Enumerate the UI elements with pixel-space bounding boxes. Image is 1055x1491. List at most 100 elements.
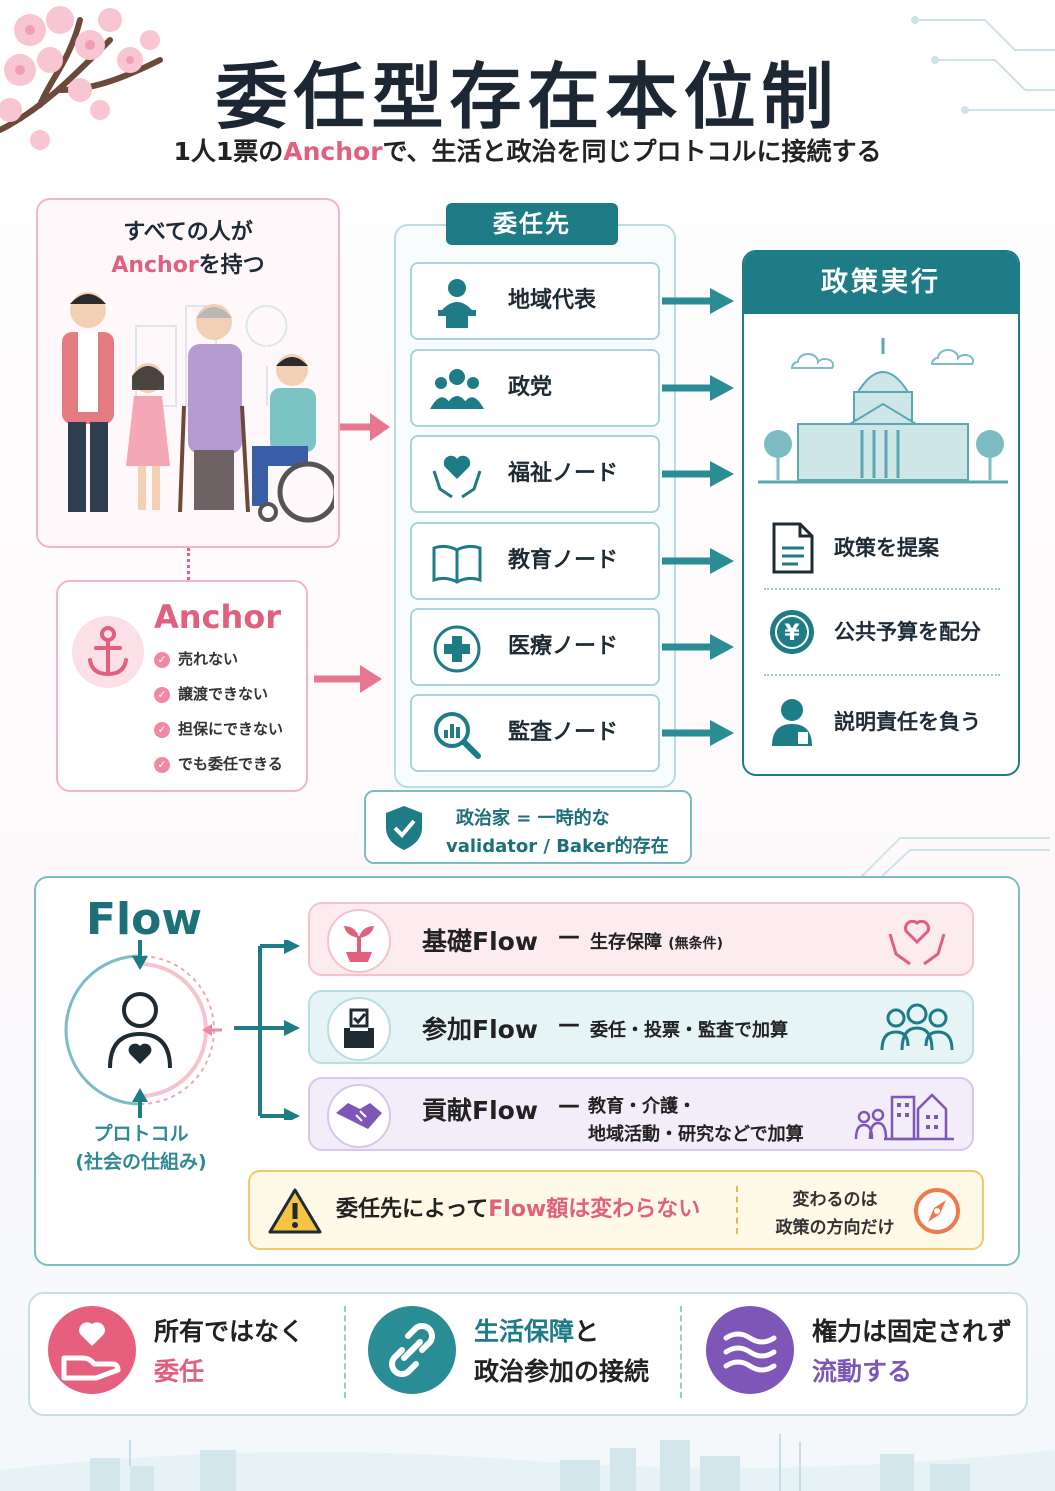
flow-note-side-line2: 政策の方向だけ — [775, 1218, 895, 1238]
delegate-node-welfare[interactable]: 福祉ノード — [410, 435, 660, 513]
summary-line1: と — [574, 1317, 600, 1346]
subtitle-accent: Anchor — [283, 137, 383, 166]
check-icon: ✓ — [154, 686, 170, 703]
page-subtitle: 1人1票のAnchorで、生活と政治を同じプロトコルに接続する — [0, 132, 1055, 168]
check-icon: ✓ — [154, 756, 170, 773]
summary-text-power: 権力は固定されず 流動する — [812, 1312, 1012, 1392]
people-heading-rest: を持つ — [198, 253, 265, 278]
flow-note-side: 変わるのは 政策の方向だけ — [760, 1186, 910, 1242]
delegate-node-label: 医療ノード — [508, 634, 619, 659]
compass-icon — [914, 1188, 960, 1234]
ballot-box-icon — [327, 997, 391, 1061]
flow-card-contribution[interactable]: 貢献Flow — 教育・介護・ 地域活動・研究などで加算 — [308, 1077, 974, 1151]
policy-header: 政策実行 — [744, 252, 1018, 314]
heart-hands-icon — [888, 919, 946, 966]
summary-text-ownership: 所有ではなく 委任 — [154, 1312, 304, 1392]
heart-hand-icon — [61, 1322, 121, 1381]
group-icon — [880, 1003, 954, 1051]
flow-note: 委任先によってFlow額は変わらない 変わるのは 政策の方向だけ — [248, 1170, 984, 1250]
group-icon — [430, 369, 484, 409]
delegate-node-regional-rep[interactable]: 地域代表 — [410, 262, 660, 340]
delegate-node-label: 監査ノード — [508, 720, 619, 745]
protocol-label-line1: プロトコル — [93, 1123, 189, 1145]
flow-note-side-line1: 変わるのは — [792, 1190, 878, 1210]
summary-line2-accent: 委任 — [154, 1357, 205, 1386]
summary-line2-accent: 流動する — [812, 1357, 913, 1386]
validator-line2: validator / Baker的存在 — [446, 836, 669, 857]
divider — [680, 1306, 682, 1398]
validator-callout: 政治家 = 一時的な validator / Baker的存在 — [364, 790, 692, 864]
podium-person-icon — [438, 279, 476, 328]
arrow-right-icon — [340, 413, 390, 441]
cherry-blossom-decoration — [0, 6, 163, 150]
people-illustration — [62, 292, 334, 523]
anchor-property: ✓ 売れない — [154, 648, 238, 669]
city-skyline-decoration — [0, 1434, 1055, 1491]
sprout-icon — [327, 909, 391, 973]
people-panel: すべての人が Anchorを持つ — [36, 198, 340, 548]
delegate-node-label: 福祉ノード — [508, 461, 619, 486]
arrow-right-icon — [662, 634, 734, 660]
parliament-building-icon — [758, 338, 1008, 484]
circuit-line-decoration — [860, 837, 1050, 879]
flow-card-name: 基礎Flow — [422, 927, 538, 956]
policy-item-label: 説明責任を負う — [834, 710, 981, 734]
flow-card-desc: 委任・投票・監査で加算 — [590, 1020, 788, 1041]
medical-cross-icon — [433, 625, 481, 673]
people-heading-accent: Anchor — [111, 253, 199, 278]
delegate-node-medical[interactable]: 医療ノード — [410, 608, 660, 686]
delegate-node-audit[interactable]: 監査ノード — [410, 694, 660, 772]
magnifier-chart-icon — [434, 712, 481, 759]
anchor-property: ✓担保にできない — [154, 718, 283, 739]
flow-card-basic[interactable]: 基礎Flow — 生存保障 (無条件) — [308, 902, 974, 976]
anchor-property-text: 売れない — [178, 650, 239, 668]
flow-note-text: 委任先によって — [336, 1197, 489, 1222]
arrow-right-icon — [662, 375, 734, 401]
validator-line1: 政治家 = 一時的な — [456, 808, 610, 829]
divider — [736, 1186, 738, 1234]
people-heading: すべての人が Anchorを持つ — [38, 216, 338, 282]
policy-item-budget: ¥ 公共予算を配分 — [764, 592, 1004, 672]
summary-line1: 所有ではなく — [154, 1317, 305, 1346]
flow-note-accent: Flow額は変わらない — [488, 1197, 701, 1222]
arrow-right-icon — [662, 288, 734, 314]
flow-card-desc-text: 生存保障 — [590, 932, 662, 953]
anchor-property-text: 譲渡できない — [178, 685, 269, 703]
summary-text-connection: 生活保障と 政治参加の接続 — [474, 1312, 649, 1392]
shield-check-icon — [386, 806, 422, 850]
summary-line1-accent: 生活保障 — [474, 1317, 575, 1346]
delegate-node-education[interactable]: 教育ノード — [410, 522, 660, 600]
summary-panel — [28, 1292, 1028, 1416]
delegate-header: 委任先 — [446, 203, 618, 245]
delegate-node-label: 政党 — [508, 375, 553, 400]
flow-card-name: 貢献Flow — [422, 1096, 538, 1125]
arrow-right-icon — [662, 720, 734, 746]
people-heading-line1: すべての人が — [123, 220, 253, 245]
flow-card-dash: — — [558, 1012, 580, 1037]
anchor-property: ✓ でも委任できる — [154, 753, 283, 774]
summary-line1: 権力は固定されず — [812, 1317, 1013, 1346]
flow-card-desc: 教育・介護・ 地域活動・研究などで加算 — [588, 1093, 804, 1149]
flow-card-desc: 生存保障 (無条件) — [590, 928, 723, 954]
divider — [764, 588, 1000, 590]
flow-card-participation[interactable]: 参加Flow — 委任・投票・監査で加算 — [308, 990, 974, 1064]
warning-icon — [268, 1188, 322, 1234]
delegate-node-label: 教育ノード — [508, 548, 619, 573]
flow-title: Flow — [86, 894, 203, 945]
check-icon: ✓ — [154, 651, 170, 668]
dotted-connector — [187, 548, 190, 580]
page-title: 委任型存在本位制 — [215, 55, 840, 139]
chain-link-icon — [389, 1323, 435, 1377]
protocol-cycle-diagram — [64, 940, 300, 1120]
anchor-title: Anchor — [154, 598, 282, 636]
flow-card-desc-line1: 教育・介護・ — [588, 1096, 696, 1117]
flow-card-desc-line2: 地域活動・研究などで加算 — [588, 1124, 804, 1145]
handshake-icon — [327, 1084, 391, 1148]
anchor-property-text: でも委任できる — [178, 755, 283, 773]
delegate-node-party[interactable]: 政党 — [410, 349, 660, 427]
subtitle-part: で、生活と政治を同じプロトコルに接続する — [382, 137, 882, 166]
flow-card-dash: — — [558, 924, 580, 949]
check-icon: ✓ — [154, 721, 170, 738]
community-buildings-icon — [854, 1093, 954, 1141]
yen-coin-icon: ¥ — [770, 610, 814, 654]
